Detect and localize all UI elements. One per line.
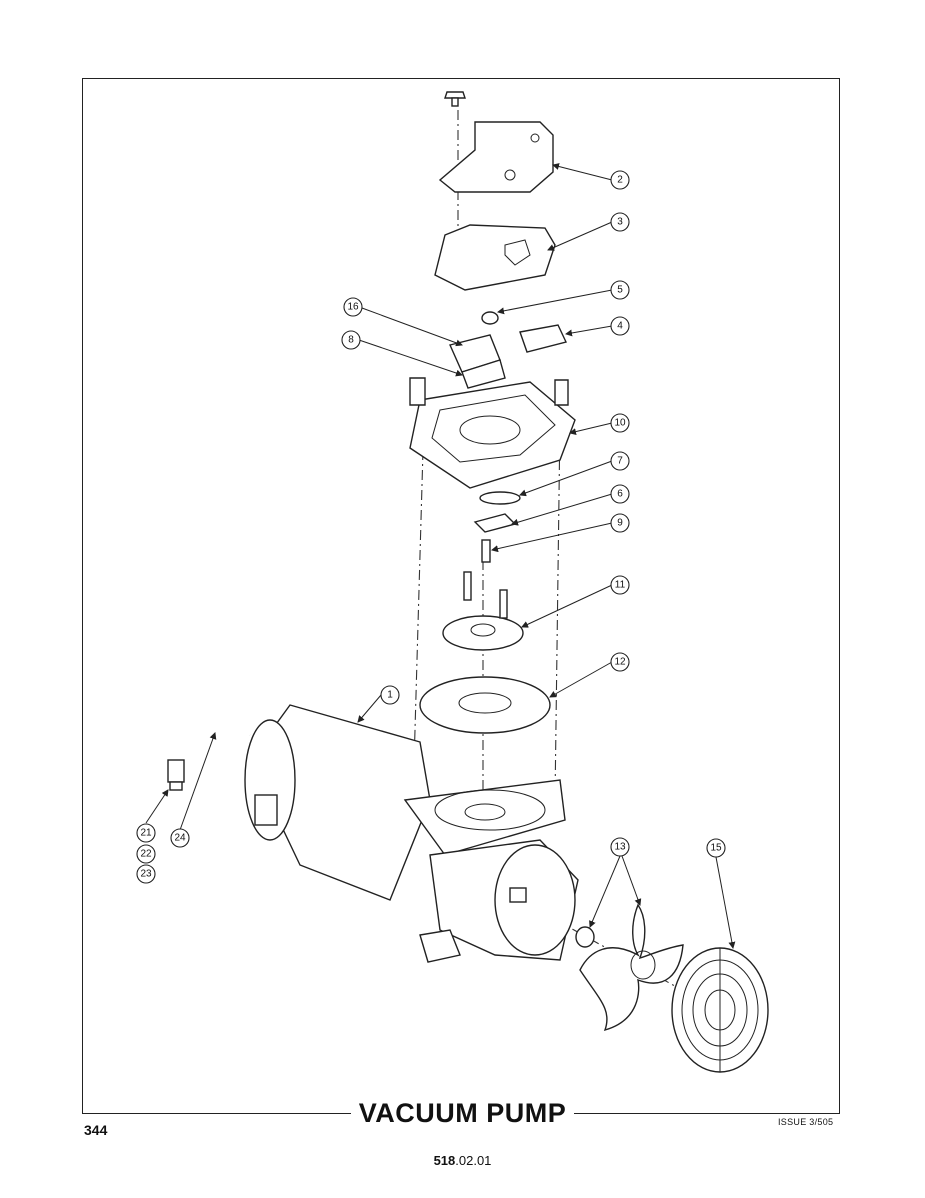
svg-text:24: 24 xyxy=(174,833,186,844)
diagram-title: VACUUM PUMP xyxy=(350,1097,575,1129)
doc-ref-rest: .02.01 xyxy=(455,1153,492,1168)
document-reference: 518.02.01 xyxy=(0,1153,925,1168)
svg-text:13: 13 xyxy=(614,842,626,853)
svg-text:4: 4 xyxy=(617,321,623,332)
svg-text:9: 9 xyxy=(617,518,623,529)
callout-21: 21 xyxy=(136,823,156,843)
diaphragm-part xyxy=(419,676,551,734)
title-bar: VACUUM PUMP xyxy=(0,1095,925,1131)
doc-ref-bold: 518 xyxy=(433,1153,456,1168)
svg-text:16: 16 xyxy=(347,302,359,313)
callout-8: 8 xyxy=(341,330,361,350)
block-part xyxy=(519,324,567,353)
seal-part xyxy=(479,491,521,505)
callout-5: 5 xyxy=(610,280,630,300)
callout-12: 12 xyxy=(610,652,630,672)
callout-2: 2 xyxy=(610,170,630,190)
svg-text:10: 10 xyxy=(614,418,626,429)
issue-label: ISSUE 3/505 xyxy=(778,1117,834,1127)
callout-4: 4 xyxy=(610,316,630,336)
gasket-plate-part xyxy=(434,224,556,291)
page-number: 344 xyxy=(84,1122,108,1138)
motor-part xyxy=(244,704,579,963)
svg-text:3: 3 xyxy=(617,217,623,228)
callout-7: 7 xyxy=(610,451,630,471)
svg-text:7: 7 xyxy=(617,456,623,467)
callout-10: 10 xyxy=(610,413,630,433)
callout-6: 6 xyxy=(610,484,630,504)
cable-part xyxy=(167,725,252,791)
svg-text:6: 6 xyxy=(617,489,623,500)
callout-24: 24 xyxy=(170,828,190,848)
callout-15: 15 xyxy=(706,838,726,858)
svg-text:8: 8 xyxy=(348,335,354,346)
svg-text:22: 22 xyxy=(140,849,152,860)
svg-text:2: 2 xyxy=(617,175,623,186)
callout-22: 22 xyxy=(136,844,156,864)
callout-3: 3 xyxy=(610,212,630,232)
callout-16: 16 xyxy=(343,297,363,317)
callout-9: 9 xyxy=(610,513,630,533)
top-screw-part xyxy=(444,91,466,107)
leader-lines xyxy=(145,163,736,949)
callout-11: 11 xyxy=(610,575,630,595)
callout-1: 1 xyxy=(380,685,400,705)
callout-13: 13 xyxy=(610,837,630,857)
top-cover-part xyxy=(438,121,554,193)
impeller-part xyxy=(575,903,684,1032)
svg-text:5: 5 xyxy=(617,285,623,296)
pump-head-part xyxy=(409,377,576,489)
svg-text:21: 21 xyxy=(140,828,152,839)
svg-text:23: 23 xyxy=(140,869,152,880)
svg-text:11: 11 xyxy=(615,580,626,591)
svg-text:12: 12 xyxy=(614,657,626,668)
svg-text:1: 1 xyxy=(387,690,393,701)
diaphragm-clamp-part xyxy=(442,571,524,651)
svg-text:15: 15 xyxy=(710,843,722,854)
fan-guard-part xyxy=(671,947,769,1073)
callout-23: 23 xyxy=(136,864,156,884)
